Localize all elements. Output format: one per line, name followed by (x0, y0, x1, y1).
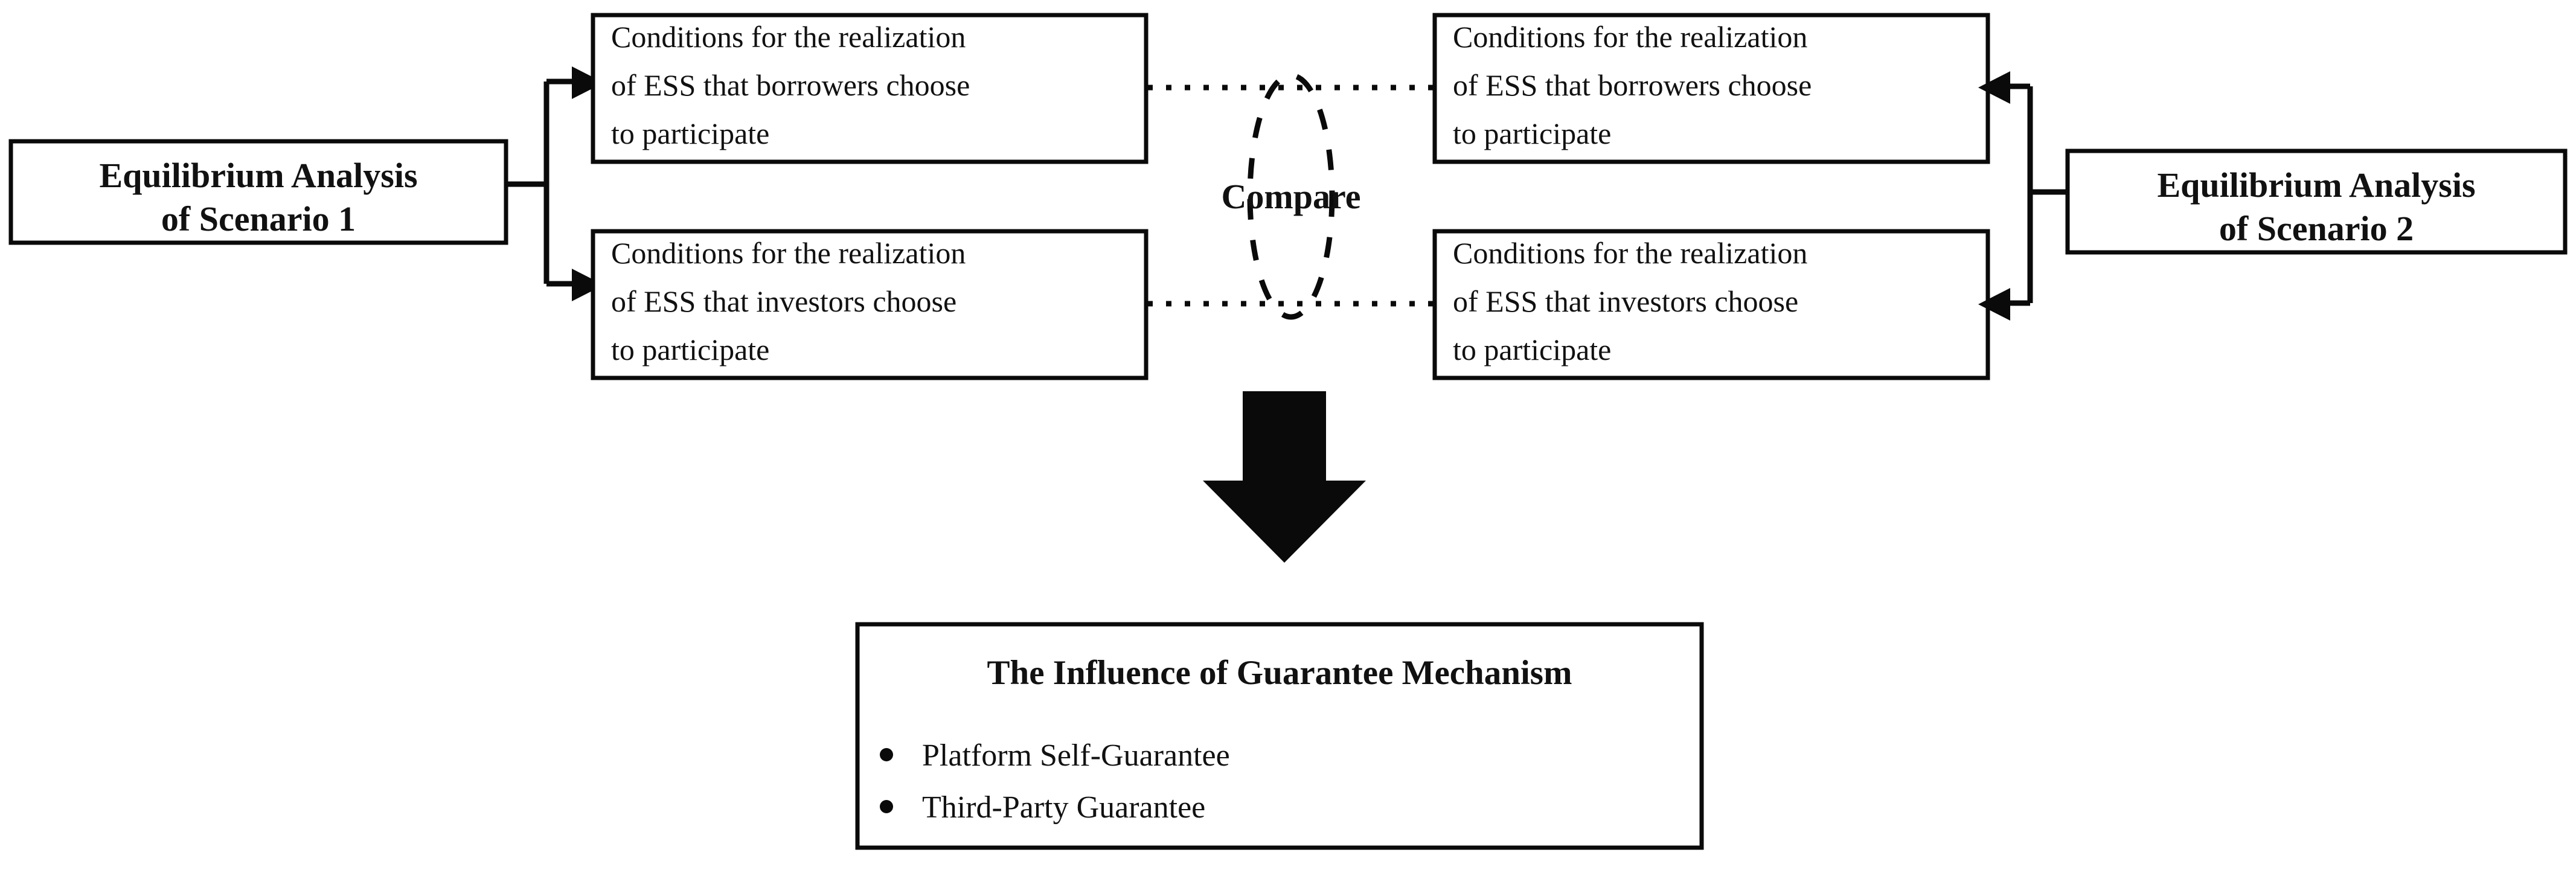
right-bottom-condition-line3: to participate (1453, 333, 1611, 366)
compare-marker[interactable]: Compare (1222, 72, 1361, 320)
left-bottom-condition-line1: Conditions for the realization (611, 236, 966, 270)
result-bullet-1: Platform Self-Guarantee (922, 738, 1230, 773)
right-top-condition-line3: to participate (1453, 117, 1611, 150)
scenario2-node[interactable]: Equilibrium Analysis of Scenario 2 (2065, 149, 2568, 255)
left-top-condition-node[interactable]: Conditions for the realization of ESS th… (591, 13, 1149, 164)
right-bottom-condition-box[interactable] (1432, 229, 1990, 380)
bullet-dot-icon (880, 748, 893, 761)
left-top-condition-box[interactable] (591, 13, 1149, 164)
bullet-dot-icon (880, 800, 893, 813)
left-top-condition-line3: to participate (611, 117, 769, 150)
left-top-condition-line1: Conditions for the realization (611, 20, 966, 54)
scenario1-line2: of Scenario 1 (161, 199, 356, 238)
right-top-condition-box[interactable] (1432, 13, 1990, 164)
left-bottom-condition-node[interactable]: Conditions for the realization of ESS th… (591, 229, 1149, 380)
scenario2-to-top-arrowhead (1978, 71, 2010, 104)
right-top-condition-line1: Conditions for the realization (1453, 20, 1807, 54)
scenario1-to-bottom-arrowhead (572, 269, 604, 301)
right-top-condition-line2: of ESS that borrowers choose (1453, 68, 1812, 102)
scenario1-box[interactable] (8, 139, 508, 245)
scenario1-branch-connector (506, 66, 604, 301)
scenario2-line2: of Scenario 2 (2219, 209, 2414, 248)
result-title: The Influence of Guarantee Mechanism (987, 654, 1572, 692)
scenario1-line1: Equilibrium Analysis (99, 156, 417, 195)
right-bottom-condition-line1: Conditions for the realization (1453, 236, 1807, 270)
scenario2-line1: Equilibrium Analysis (2157, 165, 2475, 205)
right-bottom-condition-node[interactable]: Conditions for the realization of ESS th… (1432, 229, 1990, 380)
result-node[interactable]: The Influence of Guarantee Mechanism Pla… (855, 622, 1704, 850)
left-top-condition-line2: of ESS that borrowers choose (611, 68, 970, 102)
result-bullet-2: Third-Party Guarantee (922, 790, 1205, 825)
scenario2-branch-connector (1978, 71, 2068, 321)
scenario2-to-bottom-arrowhead (1978, 288, 2010, 321)
left-bottom-condition-line3: to participate (611, 333, 769, 366)
left-bottom-condition-box[interactable] (591, 229, 1149, 380)
scenario1-to-top-arrowhead (572, 66, 604, 99)
down-arrow (1203, 391, 1366, 563)
result-box[interactable] (855, 622, 1704, 850)
right-top-condition-node[interactable]: Conditions for the realization of ESS th… (1432, 13, 1990, 164)
compare-label: Compare (1222, 177, 1361, 216)
scenario1-node[interactable]: Equilibrium Analysis of Scenario 1 (8, 139, 508, 245)
scenario2-box[interactable] (2065, 149, 2568, 255)
compare-ellipse (1247, 72, 1335, 320)
down-arrow-shape (1203, 391, 1366, 563)
left-bottom-condition-line2: of ESS that investors choose (611, 284, 956, 318)
right-bottom-condition-line2: of ESS that investors choose (1453, 284, 1798, 318)
